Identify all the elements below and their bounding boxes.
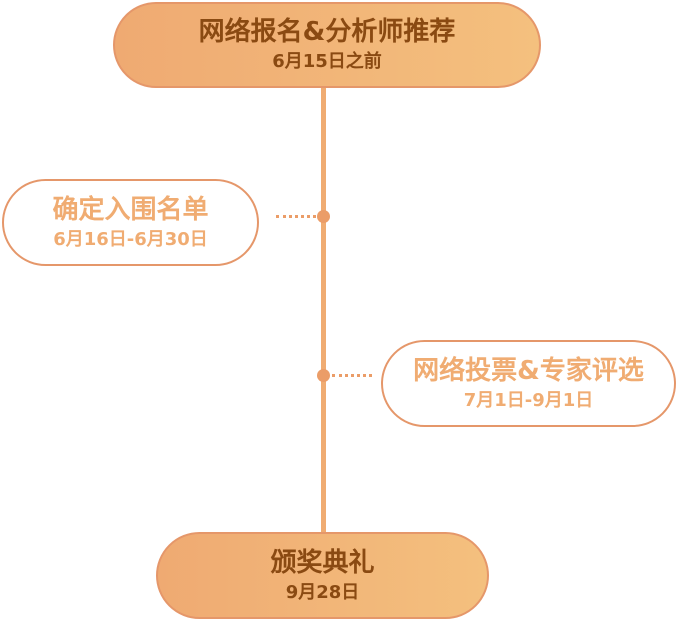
stage-date: 7月1日-9月1日 — [463, 389, 594, 411]
stage-registration: 网络报名&分析师推荐 6月15日之前 — [113, 2, 541, 88]
stage-ceremony: 颁奖典礼 9月28日 — [156, 532, 489, 619]
timeline-node — [317, 210, 330, 223]
stage-voting: 网络投票&专家评选 7月1日-9月1日 — [381, 340, 676, 427]
stage-date: 9月28日 — [285, 581, 360, 603]
stage-date: 6月16日-6月30日 — [53, 228, 208, 250]
connector-dots — [332, 374, 372, 377]
stage-title: 确定入围名单 — [52, 194, 209, 225]
stage-shortlist: 确定入围名单 6月16日-6月30日 — [2, 179, 259, 266]
stage-title: 网络报名&分析师推荐 — [198, 17, 456, 47]
stage-title: 颁奖典礼 — [270, 547, 375, 578]
connector-dots — [276, 215, 316, 218]
stage-date: 6月15日之前 — [272, 51, 382, 72]
stage-title: 网络投票&专家评选 — [413, 355, 644, 386]
timeline-node — [317, 369, 330, 382]
timeline-line — [321, 86, 326, 534]
